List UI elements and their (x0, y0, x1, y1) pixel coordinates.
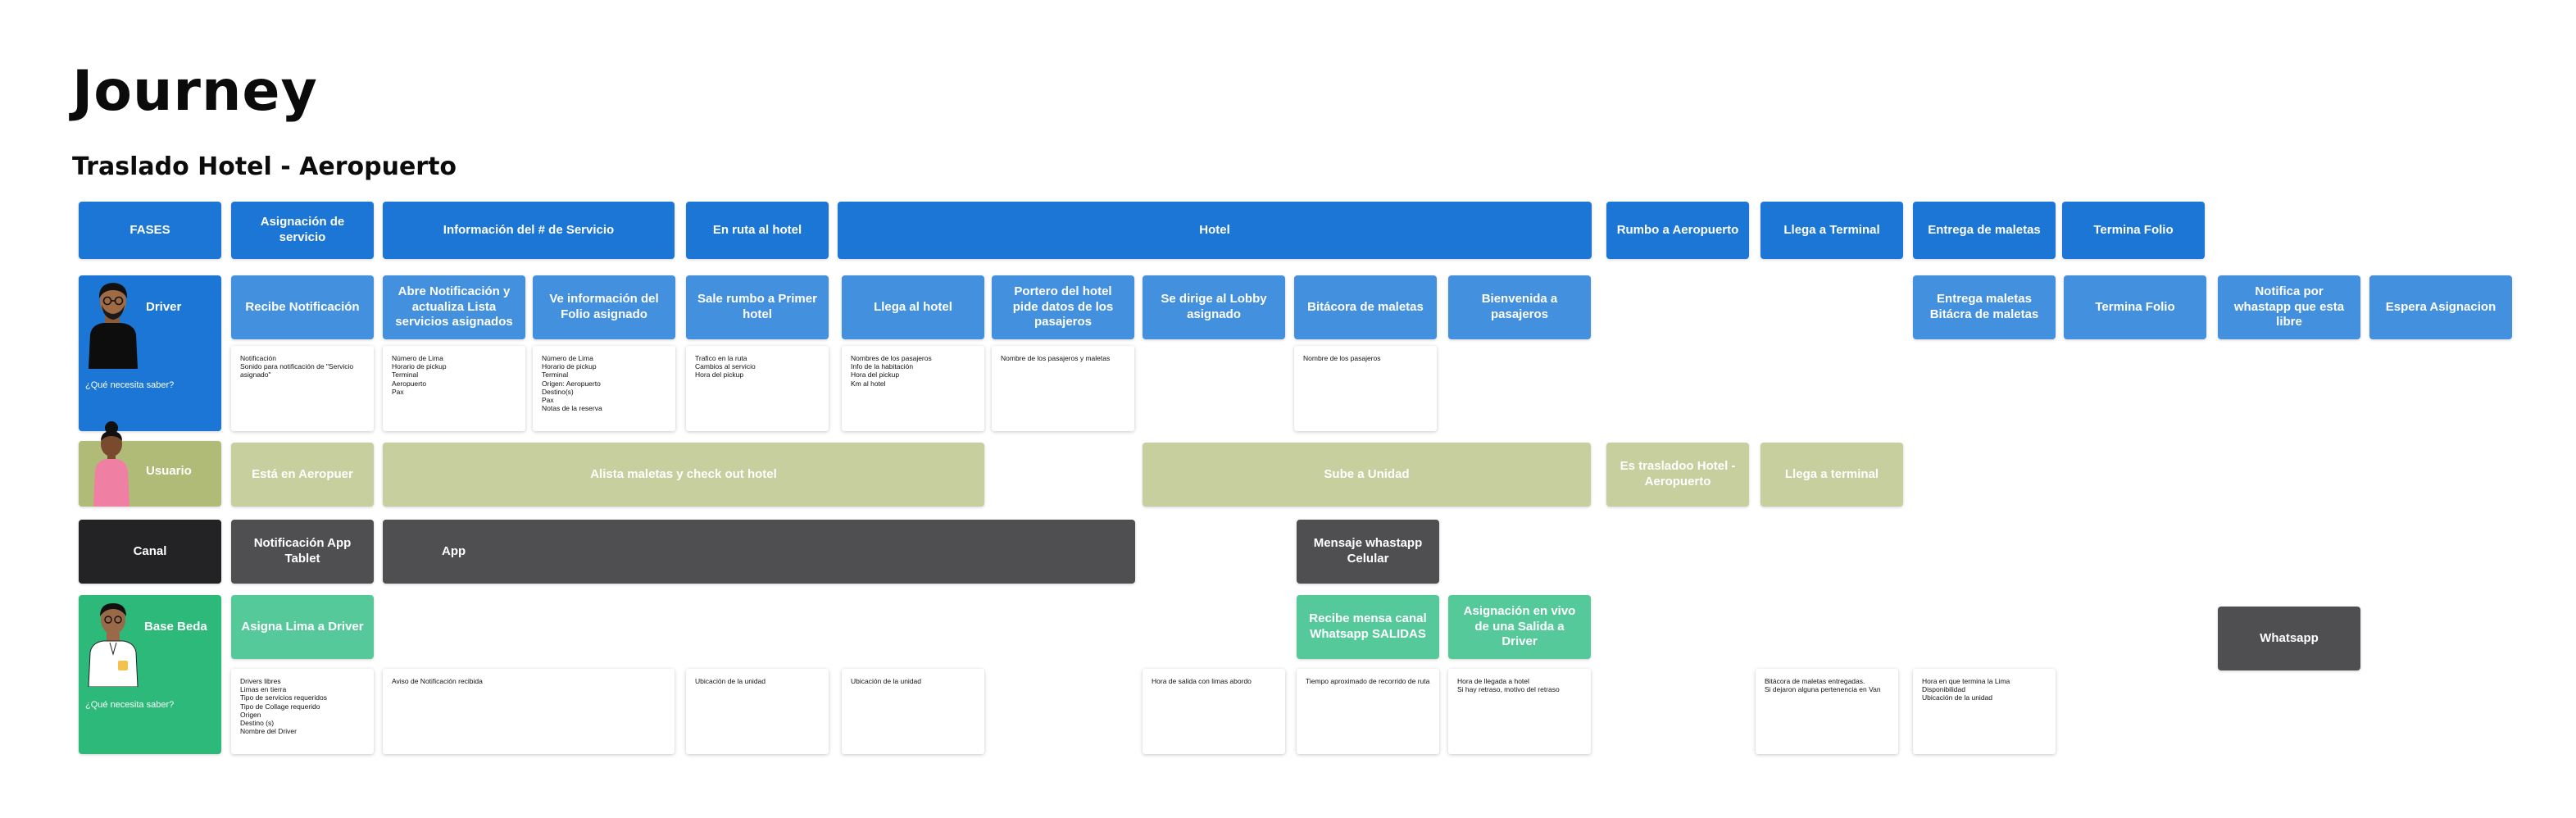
driver-step: Ve información del Folio asignado (533, 275, 675, 339)
driver-note: Número de Lima Horario de pickup Termina… (533, 346, 675, 431)
base-note: Ubicación de la unidad (842, 669, 984, 754)
usuario-step: Llega a terminal (1760, 443, 1903, 507)
driver-note: Trafico en la ruta Cambios al servicio H… (686, 346, 829, 431)
driver-note: Nombre de los pasajeros (1294, 346, 1437, 431)
phase-llega-terminal: Llega a Terminal (1760, 202, 1903, 259)
driver-step: Notifica por whastapp que esta libre (2218, 275, 2360, 339)
usuario-step: Sube a Unidad (1143, 443, 1591, 507)
driver-label: Driver (146, 300, 182, 314)
driver-step: Bitácora de maletas (1294, 275, 1437, 339)
driver-step: Abre Notificación y actualiza Lista serv… (383, 275, 525, 339)
driver-row-header: Driver ¿Qué necesita saber? (79, 275, 221, 431)
driver-step: Espera Asignacion (2369, 275, 2512, 339)
driver-step: Entrega maletas Bitácra de maletas (1913, 275, 2056, 339)
phase-informacion: Información del # de Servicio (383, 202, 675, 259)
driver-note: Nombres de los pasajeros Info de la habi… (842, 346, 984, 431)
driver-step: Termina Folio (2064, 275, 2206, 339)
base-ask: ¿Qué necesita saber? (85, 700, 175, 710)
base-note: Aviso de Notificación recibida (383, 669, 675, 754)
usuario-step: Está en Aeropuer (231, 443, 374, 507)
driver-step: Recibe Notificación (231, 275, 374, 339)
driver-step: Llega al hotel (842, 275, 984, 339)
phase-asignacion: Asignación de servicio (231, 202, 374, 259)
usuario-step: Alista maletas y check out hotel (383, 443, 984, 507)
driver-note: Notificación Sonido para notificación de… (231, 346, 374, 431)
phase-rumbo-aeropuerto: Rumbo a Aeropuerto (1606, 202, 1749, 259)
driver-ask: ¿Qué necesita saber? (85, 380, 175, 390)
phase-hotel: Hotel (838, 202, 1592, 259)
user-avatar-icon (93, 421, 129, 507)
phase-header: FASES (79, 202, 221, 259)
base-label: Base Beda (144, 620, 207, 634)
base-note: Hora en que termina la Lima Disponibilid… (1913, 669, 2056, 754)
page-title: Journey (72, 59, 318, 124)
base-note: Drivers libres Limas en tierra Tipo de s… (231, 669, 374, 754)
driver-note: Nombre de los pasajeros y maletas (992, 346, 1134, 431)
canal-row-header: Canal (79, 520, 221, 584)
canal-item: Notificación App Tablet (231, 520, 374, 584)
page-subtitle: Traslado Hotel - Aeropuerto (72, 152, 457, 181)
canal-item: App (383, 520, 1135, 584)
base-note: Hora de salida con limas abordo (1143, 669, 1285, 754)
base-row-header: Base Beda ¿Qué necesita saber? (79, 595, 221, 754)
base-step: Asigna Lima a Driver (231, 595, 374, 659)
driver-note: Número de Lima Horario de pickup Termina… (383, 346, 525, 431)
driver-step: Portero del hotel pide datos de los pasa… (992, 275, 1134, 339)
phase-en-ruta: En ruta al hotel (686, 202, 829, 259)
usuario-step: Es trasladoo Hotel - Aeropuerto (1606, 443, 1749, 507)
base-step: Asignación en vivo de una Salida a Drive… (1448, 595, 1591, 659)
usuario-label: Usuario (146, 464, 192, 478)
base-step: Recibe mensa canal Whatsapp SALIDAS (1297, 595, 1439, 659)
driver-step: Bienvenida a pasajeros (1448, 275, 1591, 339)
driver-avatar-icon (89, 283, 138, 369)
base-note: Tiempo aproximado de recorrido de ruta (1297, 669, 1439, 754)
base-avatar-icon (88, 603, 139, 687)
driver-step: Sale rumbo a Primer hotel (686, 275, 829, 339)
canal-item: Mensaje whastapp Celular (1297, 520, 1439, 584)
base-note: Bitácora de maletas entregadas. Si dejar… (1756, 669, 1898, 754)
whatsapp-card: Whatsapp (2218, 607, 2360, 670)
usuario-row-header: Usuario (79, 421, 221, 507)
phase-entrega-maletas: Entrega de maletas (1913, 202, 2056, 259)
base-note: Ubicación de la unidad (686, 669, 829, 754)
phase-termina-folio: Termina Folio (2062, 202, 2205, 259)
driver-step: Se dirige al Lobby asignado (1143, 275, 1285, 339)
base-note: Hora de llegada a hotel Si hay retraso, … (1448, 669, 1591, 754)
